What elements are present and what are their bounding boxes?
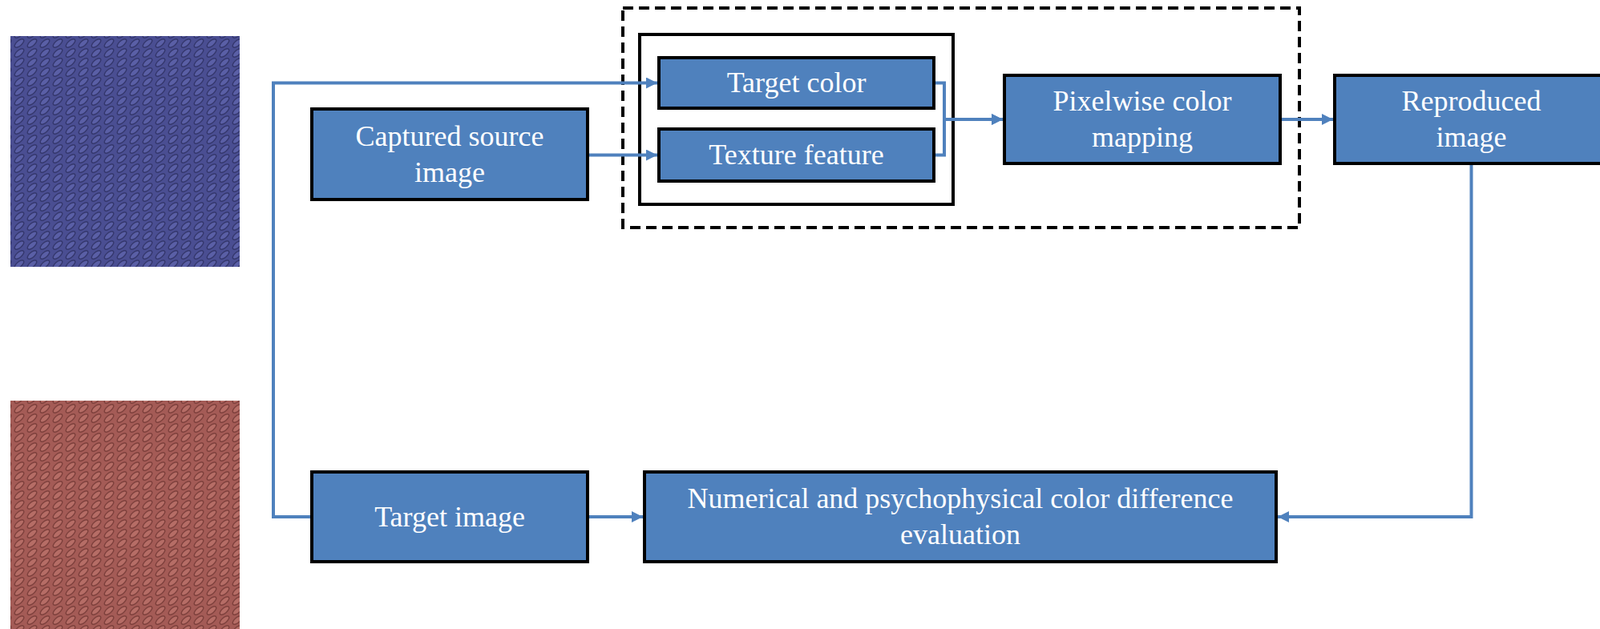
flow-arrow [273, 83, 658, 518]
flow-arrow [1281, 117, 1334, 122]
box-label: Reproduced image [1368, 83, 1575, 156]
box-label: Pixelwise color mapping [1025, 83, 1260, 156]
process-box: Target image [310, 470, 590, 564]
box-label: Numerical and psychophysical color diffe… [662, 480, 1259, 554]
box-label: Captured source image [329, 118, 570, 191]
process-box: Pixelwise color mapping [1002, 73, 1282, 166]
dashed-group-frame [622, 8, 1300, 228]
box-label: Texture feature [708, 137, 884, 174]
process-box: Numerical and psychophysical color diffe… [642, 470, 1278, 564]
flow-arrow [935, 119, 1003, 156]
process-box: Reproduced image [1333, 73, 1600, 166]
blue-fabric-image [10, 36, 240, 267]
process-box: Target color [657, 56, 936, 110]
flow-arrow [589, 153, 658, 158]
box-label: Target color [727, 64, 867, 102]
flow-arrow [1277, 165, 1472, 518]
input-group-frame [639, 34, 954, 205]
flow-arrow [589, 515, 643, 519]
process-box: Captured source image [310, 107, 590, 202]
red-fabric-image [10, 400, 240, 629]
box-label: Target image [374, 499, 526, 536]
flow-arrow [935, 83, 1003, 121]
process-box: Texture feature [657, 127, 936, 183]
